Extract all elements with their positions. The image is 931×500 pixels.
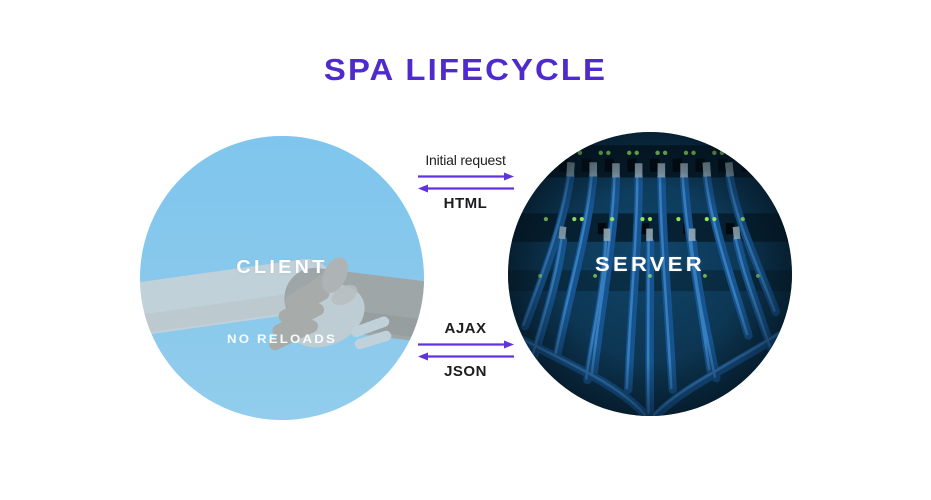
flow-request-label: Initial request — [425, 152, 506, 168]
request-arrow-icon — [417, 340, 514, 349]
server-circle: SERVER — [508, 132, 792, 416]
handshake-image — [140, 136, 424, 420]
response-arrow-icon — [417, 184, 514, 193]
response-arrow-icon — [417, 352, 514, 361]
page-title: SPA LIFECYCLE — [323, 52, 608, 87]
flow-request-label: AJAX — [444, 320, 487, 337]
flow-ajax: AJAX JSON — [403, 319, 528, 381]
client-label: CLIENT — [236, 257, 328, 277]
flow-response-label: HTML — [443, 195, 488, 212]
server-label: SERVER — [595, 254, 705, 276]
request-arrow-icon — [417, 172, 514, 181]
flow-response-label: JSON — [444, 363, 487, 380]
server-cables-image — [508, 132, 792, 416]
client-circle: CLIENT NO RELOADS — [140, 136, 424, 420]
flow-initial-request: Initial request HTML — [403, 151, 528, 213]
client-sublabel: NO RELOADS — [226, 332, 337, 346]
